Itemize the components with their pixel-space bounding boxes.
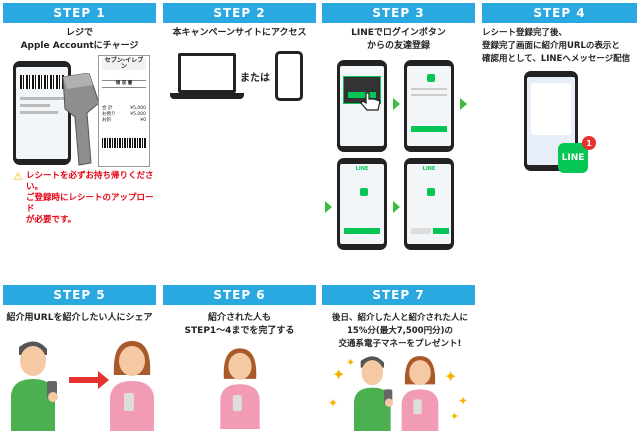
step-3-screen-3: LINE [337,158,387,250]
step-7: STEP 7 後日、紹介した人と紹介された人に 15%分(最大7,500円分)の… [322,285,475,431]
laptop-icon [178,53,236,93]
step-4-header: STEP 4 [482,3,637,23]
sparkle-icon: ✦ [332,365,346,384]
line-login-button [348,92,376,98]
step-3: STEP 3 LINEでログインボタン からの友達登録 LINE LI [322,3,475,265]
step-3-screen-4: LINE [404,158,454,250]
line-app-icon: LINE [558,143,588,173]
line-icon [427,188,435,196]
smartphone [13,61,71,165]
man-illustration [354,356,394,431]
sparkle-icon: ✦ [328,396,339,410]
receipt: セブン-イレブン 領 収 書 合 計 ¥5,000 お預り ¥5,000 お釣 … [98,55,150,167]
arrow-right-icon [460,98,467,110]
step-3-description: LINEでログインボタン からの友達登録 [351,28,446,51]
step-2: STEP 2 本キャンペーンサイトにアクセス または [163,3,316,233]
line-message-bubble [531,83,571,135]
step-1-header: STEP 1 [3,3,156,23]
sparkle-icon: ✦ [444,367,458,386]
barcode-scanner-icon [62,73,100,166]
step-6-description: 紹介された人も STEP1〜4までを完了する [184,313,295,336]
step-5: STEP 5 紹介用URLを紹介したい人にシェア [3,285,156,431]
step-3-screen-2 [404,60,454,152]
step-3-header: STEP 3 [322,3,475,23]
step-2-description: 本キャンペーンサイトにアクセス [172,28,307,38]
step-1: STEP 1 レジで Apple Accountにチャージ セブン-イレブン 領… [3,3,156,233]
tap-hand-icon [360,92,381,111]
sparkle-icon: ✦ [450,410,460,423]
receipt-title: 領 収 書 [102,80,146,88]
line-icon [360,188,368,196]
arrow-right-icon [325,201,332,213]
step-2-header: STEP 2 [163,3,316,23]
sparkle-icon: ✦ [458,394,469,408]
smartphone-icon [275,51,303,101]
warning-text: レシートを必ずお持ち帰りください。 ご登録時にレシートのアップロード が必要です… [26,171,154,225]
sparkle-icon: ✦ [346,356,356,369]
or-label: または [240,73,270,84]
step-1-description: レジで Apple Accountにチャージ [20,28,139,51]
woman-with-phone-illustration [220,348,260,429]
arrow-right-icon [393,98,400,110]
woman-illustration [401,356,439,431]
step-4: STEP 4 レシート登録完了後、 登録完了画面に紹介用URLの表示と 確認用と… [482,3,637,233]
step-5-header: STEP 5 [3,285,156,305]
step-7-description: 後日、紹介した人と紹介された人に 15%分(最大7,500円分)の 交通系電子マ… [331,313,468,349]
woman-with-phone-illustration [110,341,154,431]
step-4-description: レシート登録完了後、 登録完了画面に紹介用URLの表示と 確認用として、LINE… [482,28,631,64]
barcode-icon [20,75,64,89]
line-icon [427,74,435,82]
receipt-barcode-icon [102,138,146,148]
warning-icon: ⚠ [13,170,23,183]
step-4-screen [524,71,578,171]
step-6-header: STEP 6 [163,285,316,305]
receipt-store: セブン-イレブン [102,58,146,70]
share-arrow-icon [69,377,99,383]
step-6: STEP 6 紹介された人も STEP1〜4までを完了する [163,285,316,431]
notification-badge: 1 [582,136,596,150]
step-7-header: STEP 7 [322,285,475,305]
step-5-description: 紹介用URLを紹介したい人にシェア [6,313,153,323]
man-with-phone-illustration [11,341,58,431]
arrow-right-icon [393,201,400,213]
